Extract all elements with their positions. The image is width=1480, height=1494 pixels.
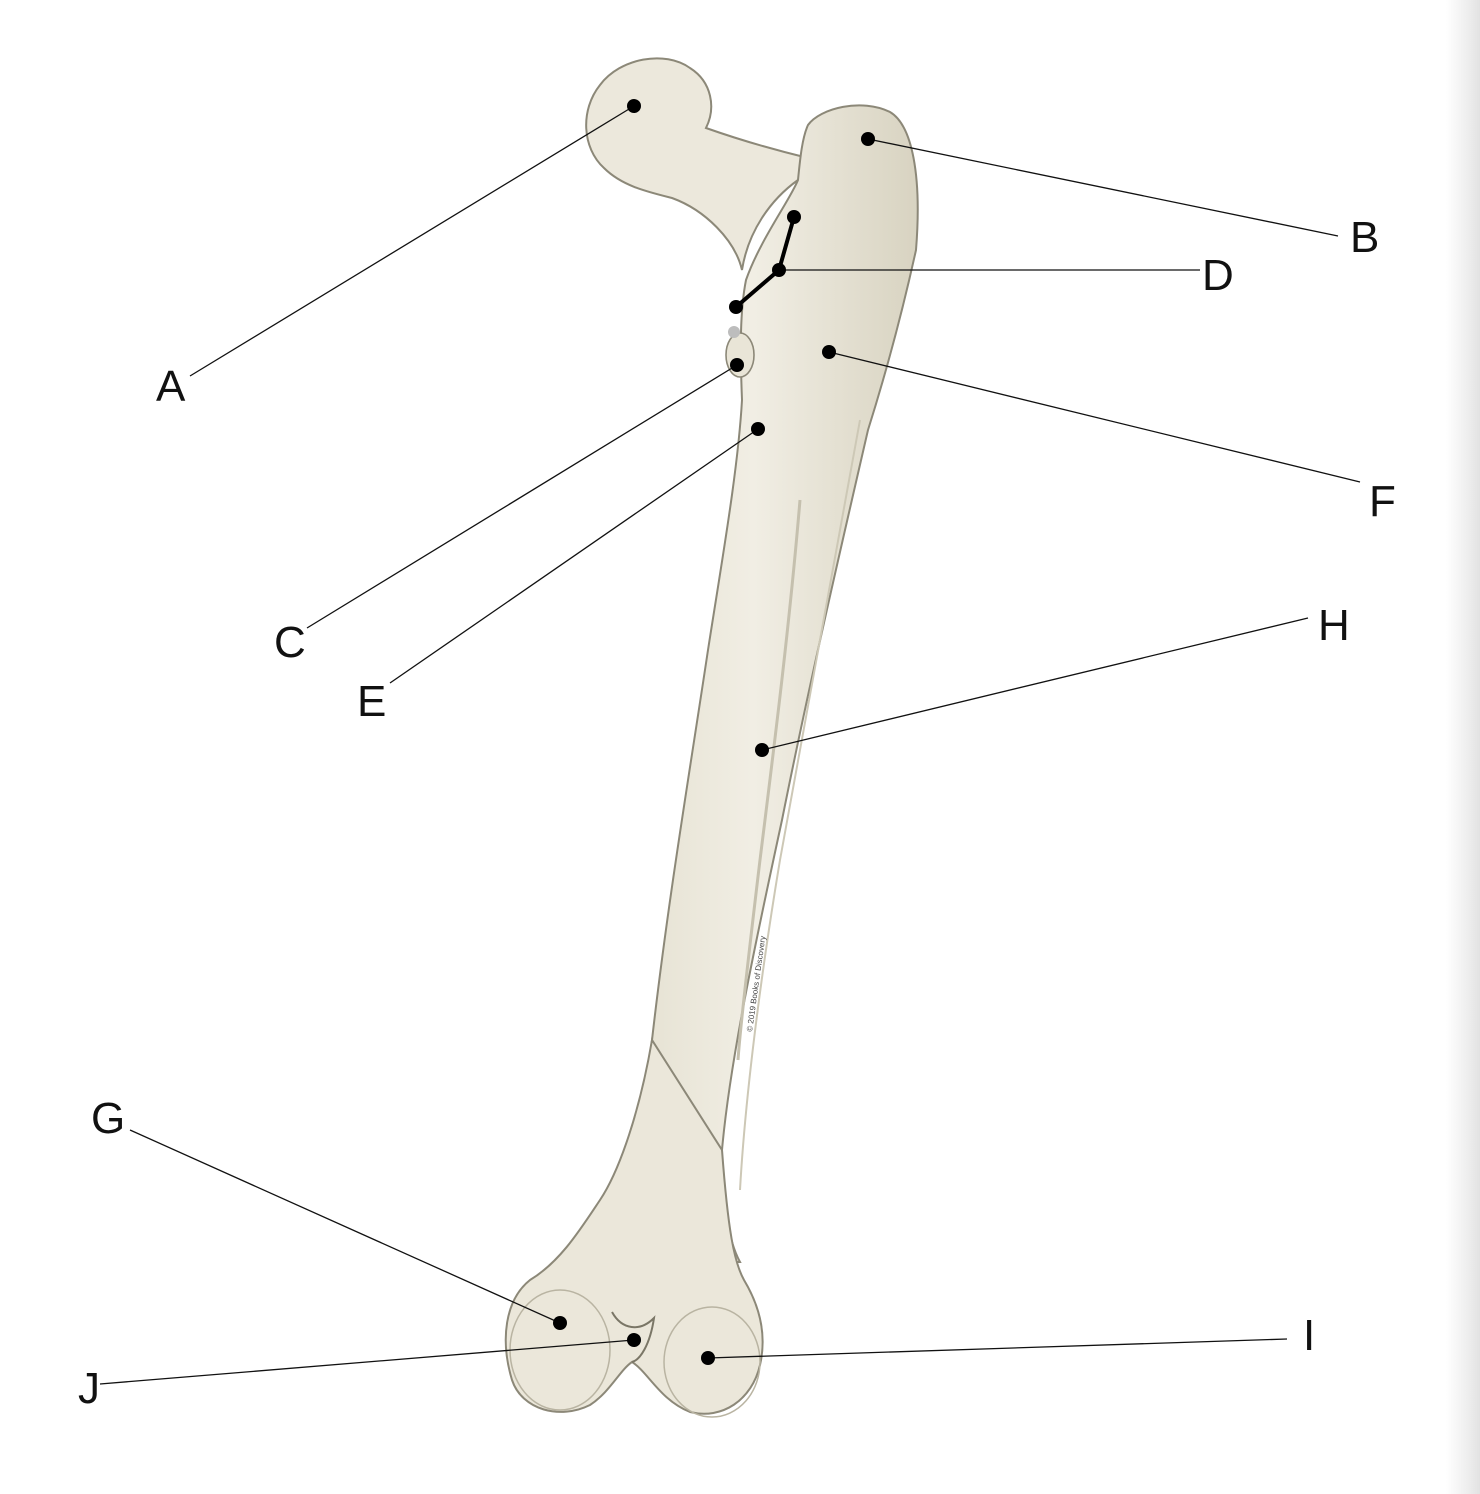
leader-line-e — [389, 428, 759, 684]
page-edge-shadow — [1446, 0, 1480, 1494]
label-j: J — [78, 1364, 100, 1413]
label-g: G — [91, 1094, 125, 1143]
leader-line-c — [306, 364, 738, 629]
labels: A B C D E F G H I J — [78, 213, 1396, 1413]
dot-a — [627, 99, 641, 113]
femoral-head-and-neck — [585, 57, 810, 271]
shaft-shading-line — [739, 419, 861, 1191]
distal-femur — [504, 1037, 764, 1415]
label-a: A — [156, 362, 186, 411]
dot-i — [701, 1351, 715, 1365]
lateral-condyle-shape — [663, 1306, 761, 1418]
intercondylar-notch-shape — [611, 1311, 656, 1363]
label-b: B — [1350, 213, 1379, 262]
label-i: I — [1303, 1311, 1315, 1360]
dot-b — [861, 132, 875, 146]
femur-bone — [504, 57, 919, 1418]
leader-line-i — [707, 1338, 1288, 1359]
label-h: H — [1318, 601, 1350, 650]
leader-lines — [99, 105, 1361, 1385]
leader-line-a — [189, 105, 635, 377]
dot-c — [730, 358, 744, 372]
dot-j — [627, 1333, 641, 1347]
leader-line-g — [129, 1129, 561, 1324]
linea-aspera-shading — [736, 499, 802, 1061]
marker-dots — [553, 99, 875, 1365]
leader-line-h — [761, 617, 1309, 751]
dot-d-upper — [787, 210, 801, 224]
dot-d — [772, 263, 786, 277]
dot-d-lower — [729, 300, 743, 314]
dot-f — [822, 345, 836, 359]
label-e: E — [357, 677, 386, 726]
leader-line-f — [828, 351, 1361, 483]
leader-line-b — [867, 138, 1339, 237]
label-c: C — [274, 618, 306, 667]
label-f: F — [1369, 477, 1396, 526]
label-d: D — [1202, 251, 1234, 300]
dot-g — [553, 1316, 567, 1330]
dot-h — [755, 743, 769, 757]
crest-marker-faint-dot — [728, 326, 740, 338]
dot-e — [751, 422, 765, 436]
leader-line-j — [99, 1339, 635, 1385]
